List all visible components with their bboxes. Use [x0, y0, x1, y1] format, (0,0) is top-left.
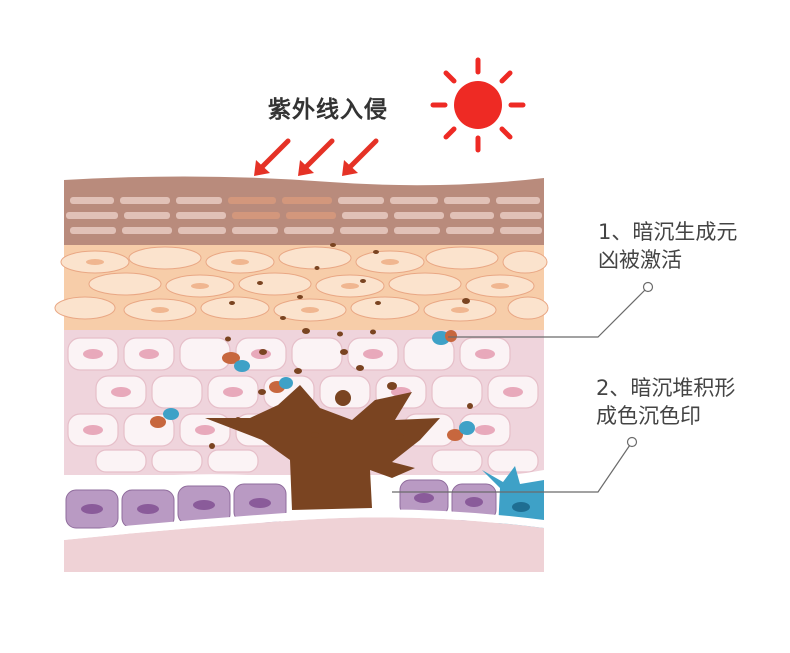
melanin-granules: [209, 243, 473, 449]
arrow-down-left-icon: [342, 138, 379, 176]
arrow-down-left-icon: [298, 138, 335, 176]
spiny-cell-nuclei: [86, 259, 509, 313]
callout-line-2: [392, 441, 633, 493]
brick-layer: [66, 197, 542, 234]
blue-melanocyte: [482, 466, 544, 530]
uv-arrows: [254, 138, 379, 176]
melanocyte: [205, 385, 440, 510]
arrow-down-left-icon: [254, 138, 291, 176]
melanosome-pairs: [150, 330, 475, 441]
skin-cross-section: [54, 176, 549, 572]
callout-1-line2: 凶被激活: [598, 248, 682, 272]
callout-1-label: 1、暗沉生成元 凶被激活: [598, 218, 737, 274]
callout-2-line1: 2、暗沉堆积形: [596, 376, 736, 400]
sun-icon: [430, 57, 526, 153]
callout-lines: [392, 281, 654, 493]
callout-1-line1: 1、暗沉生成元: [598, 220, 738, 244]
callout-2-line2: 成色沉色印: [596, 404, 701, 428]
purple-cell-nuclei: [81, 493, 483, 514]
callout-2-label: 2、暗沉堆积形 成色沉色印: [596, 374, 735, 430]
stratum-corneum: [64, 176, 544, 245]
uv-invasion-title: 紫外线入侵: [268, 97, 388, 123]
callout-line-1: [448, 286, 649, 338]
dermis: [64, 517, 544, 572]
